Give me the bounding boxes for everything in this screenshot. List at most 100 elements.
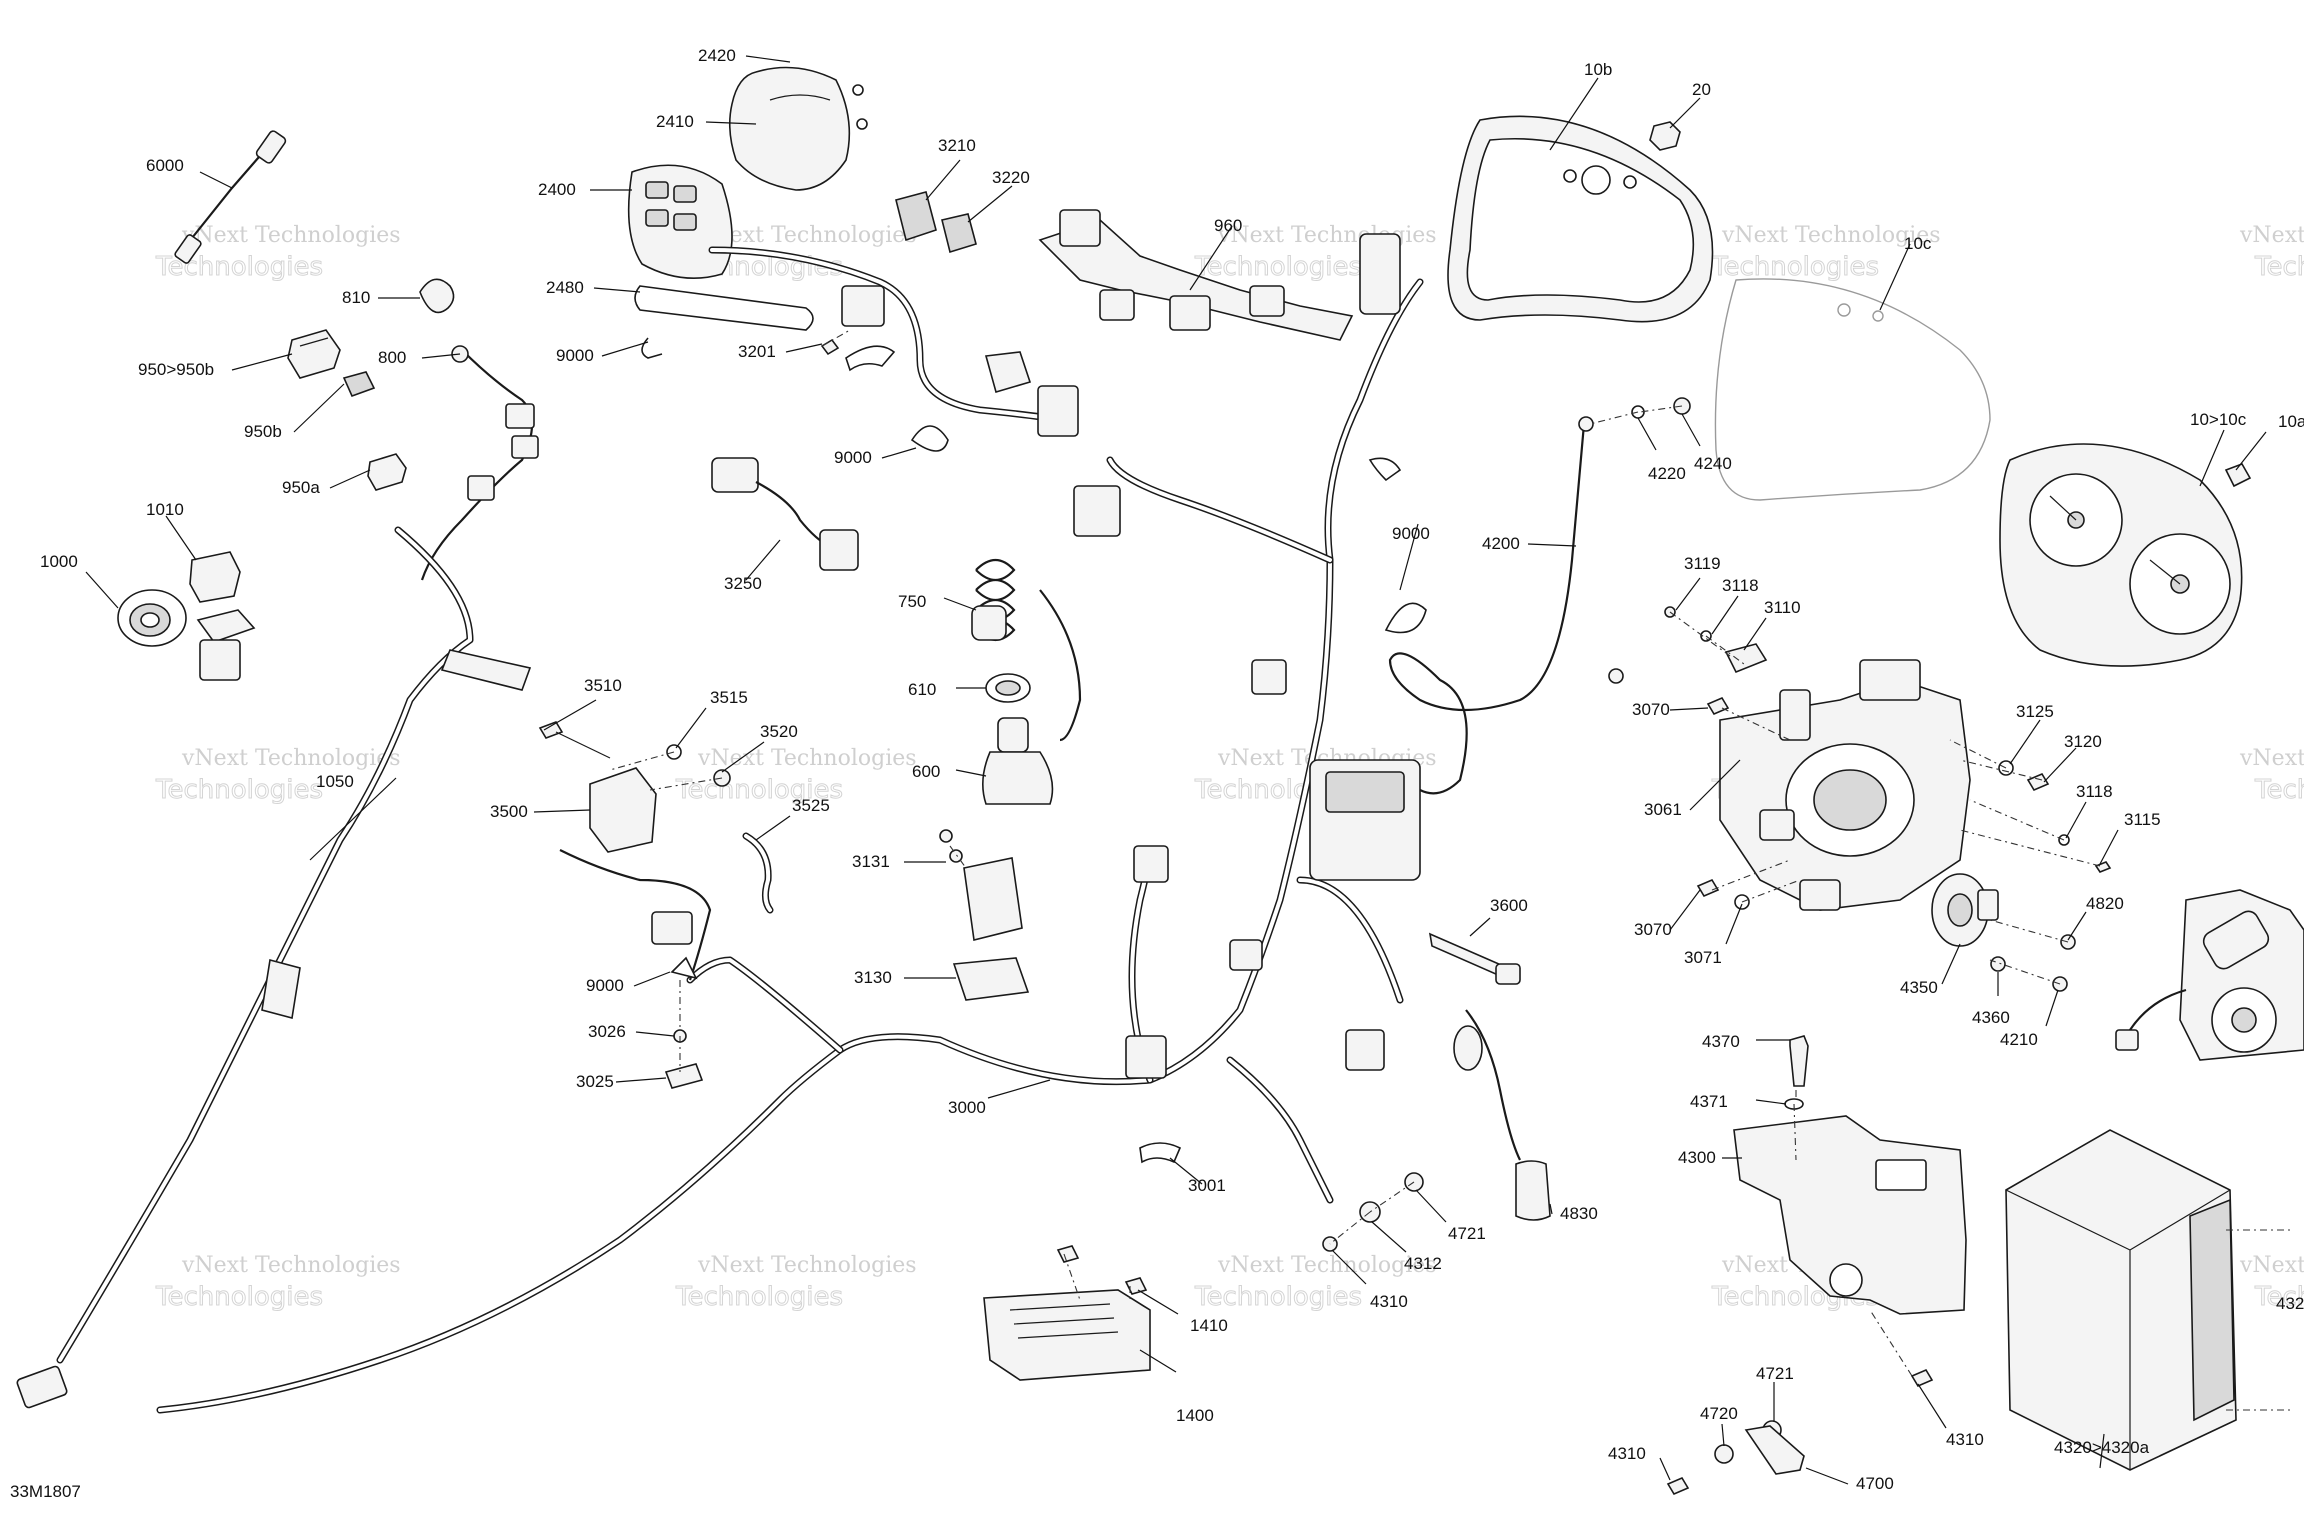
label-4700: 4700 xyxy=(1856,1474,1894,1493)
part-3201-screw xyxy=(820,338,840,356)
watermark-text: vNext Technologies xyxy=(2239,1253,2304,1278)
part-3110-sensor xyxy=(1724,643,1768,674)
watermark-text: vNext Technologies xyxy=(2239,223,2304,248)
part-labels: 2420 2410 2400 2480 6000 810 9000 950>95… xyxy=(40,46,2304,1493)
watermark-text: vNext Technologies xyxy=(181,223,401,248)
label-950a: 950a xyxy=(282,478,320,497)
label-810: 810 xyxy=(342,288,370,307)
label-4320-4320a: 4320>4320a xyxy=(2054,1438,2150,1457)
label-4720: 4720 xyxy=(1700,1404,1738,1423)
label-3025: 3025 xyxy=(576,1072,614,1091)
label-1410: 1410 xyxy=(1190,1316,1228,1335)
label-3500: 3500 xyxy=(490,802,528,821)
watermark-text: vNext Technologies xyxy=(697,1253,917,1278)
part-9000-tie-d xyxy=(670,956,698,980)
watermark: vNext Technologies Technologies xyxy=(2239,746,2304,806)
label-600: 600 xyxy=(912,762,940,781)
label-432: 432 xyxy=(2276,1294,2304,1313)
label-3118-a: 3118 xyxy=(1722,576,1759,595)
part-10b-bezel xyxy=(1447,115,1714,323)
label-3115: 3115 xyxy=(2124,810,2161,829)
label-3026: 3026 xyxy=(588,1022,626,1041)
part-1410-nuts xyxy=(1056,1245,1148,1295)
watermark-text: vNext Technologies xyxy=(1217,1253,1437,1278)
part-2400-switch-housing xyxy=(627,164,733,279)
label-3118-b: 3118 xyxy=(2076,782,2113,801)
part-9000-ties xyxy=(641,337,949,452)
part-3025-clip xyxy=(664,1063,704,1089)
label-10a: 10a xyxy=(2278,412,2304,431)
part-610-ring xyxy=(985,673,1031,703)
part-2480-grip xyxy=(634,285,814,331)
watermark-text: Technologies xyxy=(2254,775,2304,805)
watermark-text: Technologies xyxy=(1194,1282,1362,1312)
label-1010: 1010 xyxy=(146,500,184,519)
part-4700-strap xyxy=(1744,1425,1805,1475)
label-3071: 3071 xyxy=(1684,948,1722,967)
part-3070-bolt-a xyxy=(1706,696,1730,716)
part-1400-ecu xyxy=(983,1289,1151,1381)
label-2410: 2410 xyxy=(656,112,694,131)
watermark-text: Technologies xyxy=(1711,252,1879,282)
part-810-cap xyxy=(419,278,455,314)
watermark-text: Technologies xyxy=(2254,1282,2304,1312)
watermark-text: Technologies xyxy=(1194,252,1362,282)
part-600-switch xyxy=(982,717,1054,805)
assembly-lines xyxy=(609,329,2290,1411)
label-4370: 4370 xyxy=(1702,1032,1740,1051)
watermark: vNext Technologies Technologies xyxy=(675,1253,917,1313)
diagram-id: 33M1807 xyxy=(10,1482,81,1501)
label-4360: 4360 xyxy=(1972,1008,2010,1027)
watermark-text: vNext Technologies xyxy=(1721,223,1941,248)
part-4350-actuator xyxy=(1931,873,1999,947)
label-3525: 3525 xyxy=(792,796,830,815)
watermark: vNext Technologies Technologies xyxy=(2239,223,2304,283)
label-6000: 6000 xyxy=(146,156,184,175)
part-3115-screw xyxy=(2094,861,2112,873)
label-3600: 3600 xyxy=(1490,896,1528,915)
part-4830-boot xyxy=(1515,1160,1551,1221)
part-750-tether xyxy=(971,558,1082,742)
watermark: vNext Technologies Technologies xyxy=(1711,223,1941,283)
label-9000-b: 9000 xyxy=(834,448,872,467)
part-3600-probe xyxy=(1428,932,1521,985)
watermark-text: vNext Technologies xyxy=(697,223,917,248)
part-3510-bolt xyxy=(538,721,611,759)
part-3500-sensor xyxy=(559,767,712,981)
label-1050: 1050 xyxy=(316,772,354,791)
label-4721-a: 4721 xyxy=(1448,1224,1486,1243)
part-1010-connector xyxy=(189,551,256,681)
watermark-text: vNext Technologies xyxy=(2239,746,2304,771)
watermark-text: Technologies xyxy=(155,775,323,805)
part-10-gauge-cluster xyxy=(1999,443,2243,667)
label-10c: 10c xyxy=(1904,234,1932,253)
label-3119: 3119 xyxy=(1684,554,1721,573)
label-3131: 3131 xyxy=(852,852,890,871)
label-3001: 3001 xyxy=(1188,1176,1226,1195)
watermark-text: Technologies xyxy=(675,775,843,805)
label-4240: 4240 xyxy=(1694,454,1732,473)
part-9000-tie-c xyxy=(1368,457,1427,634)
label-750: 750 xyxy=(898,592,926,611)
part-3000-main-harness xyxy=(156,233,1424,1414)
label-4820: 4820 xyxy=(2086,894,2124,913)
part-4720-washer xyxy=(1714,1444,1734,1464)
part-3120-bolt xyxy=(2026,772,2050,792)
label-950-950b: 950>950b xyxy=(138,360,214,379)
label-10b: 10b xyxy=(1584,60,1612,79)
part-motor xyxy=(2115,889,2304,1061)
label-4310-b: 4310 xyxy=(1946,1430,1984,1449)
label-3210: 3210 xyxy=(938,136,976,155)
part-3220-relay xyxy=(941,213,977,254)
part-4320-module xyxy=(2005,1129,2237,1471)
label-3125: 3125 xyxy=(2016,702,2054,721)
label-3515: 3515 xyxy=(710,688,748,707)
leader-lines xyxy=(85,55,2267,1485)
watermark-text: vNext Technologies xyxy=(697,746,917,771)
part-3070-bolt-b xyxy=(1696,878,1720,898)
label-3120: 3120 xyxy=(2064,732,2102,751)
part-4200-cable xyxy=(1388,416,1624,795)
watermark-text: vNext Technologies xyxy=(1217,223,1437,248)
part-4360-nut xyxy=(1990,956,2006,972)
